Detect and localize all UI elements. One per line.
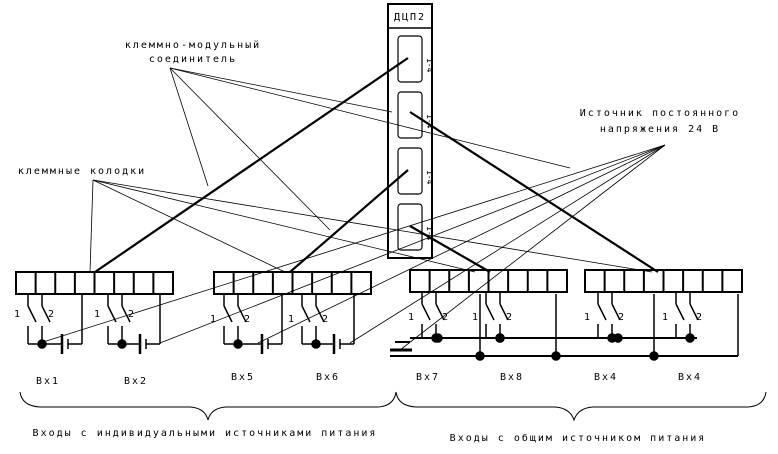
switch-number-2: 2	[506, 312, 514, 323]
switch-contact	[41, 305, 51, 323]
input-label: Вх8	[500, 372, 524, 383]
switch-contact	[499, 303, 509, 321]
common-bus	[390, 337, 738, 357]
input-label: Вх2	[124, 376, 148, 387]
switch-contact	[315, 305, 325, 323]
slot-label: 1-4	[425, 58, 434, 73]
switch-number-1: 1	[662, 312, 670, 323]
input-label: Вх6	[316, 372, 340, 383]
switch-contact	[421, 303, 431, 321]
switch-number-2: 2	[696, 312, 704, 323]
terminal-blocks	[15, 269, 743, 295]
module-title: ДЦП2	[394, 12, 426, 23]
switch-contact	[301, 305, 311, 323]
input-label: Вх4	[594, 372, 618, 383]
switch-contact	[597, 303, 607, 321]
switch-number-1: 1	[584, 312, 592, 323]
input-label: Вх4	[678, 372, 702, 383]
switch-circuits: 1 2 1 2 1 2 1 2 1 2 1 2 1 2 1 2	[14, 292, 739, 361]
module-slot	[397, 203, 423, 251]
switch-contact	[435, 303, 445, 321]
leader-lines	[39, 67, 666, 351]
switch-contact	[689, 303, 699, 321]
power-source-label-line1: Источник постоянного	[580, 108, 740, 119]
dcp2-module: ДЦП2 1-4 1-4 1-4 1-4	[387, 3, 434, 259]
power-source-label-line2: напряжения 24 В	[600, 124, 720, 135]
switch-contact	[237, 305, 247, 323]
switch-contact	[121, 305, 131, 323]
input-label: Вх7	[416, 372, 440, 383]
switch-number-2: 2	[48, 309, 56, 320]
group-individual-label: Входы с индивидуальными источниками пита…	[33, 428, 378, 439]
module-slot	[397, 91, 423, 139]
switch-number-1: 1	[14, 309, 22, 320]
switch-number-2: 2	[322, 314, 330, 325]
module-slot	[397, 35, 423, 83]
connector-label-line1: клеммно-модульный	[125, 39, 261, 51]
switch-number-1: 1	[472, 312, 480, 323]
switch-contact	[675, 303, 685, 321]
input-label: Вх1	[36, 376, 60, 387]
group-common-label: Входы с общим источником питания	[450, 432, 707, 444]
slot-label: 1-4	[425, 226, 434, 241]
switch-number-2: 2	[128, 309, 136, 320]
switch-number-2: 2	[442, 312, 450, 323]
switch-number-1: 1	[94, 309, 102, 320]
connector-label-line2: соединитель	[149, 54, 237, 65]
input-label: Вх5	[231, 372, 255, 383]
switch-number-2: 2	[244, 314, 252, 325]
slot-label: 1-4	[425, 170, 434, 185]
brace-common	[395, 391, 767, 422]
switch-number-1: 1	[288, 314, 296, 325]
switch-contact	[611, 303, 621, 321]
switch-contact	[27, 305, 37, 323]
switch-contact	[223, 305, 233, 323]
switch-number-1: 1	[210, 314, 218, 325]
switch-contact	[485, 303, 495, 321]
switch-contact	[107, 305, 117, 323]
slot-label: 1-4	[425, 114, 434, 129]
module-slot	[397, 147, 423, 195]
terminal-blocks-label: клеммные колодки	[18, 166, 146, 177]
module-connections	[94, 57, 659, 273]
switch-number-2: 2	[618, 312, 626, 323]
brace-individual	[19, 391, 397, 421]
switch-number-1: 1	[408, 312, 416, 323]
